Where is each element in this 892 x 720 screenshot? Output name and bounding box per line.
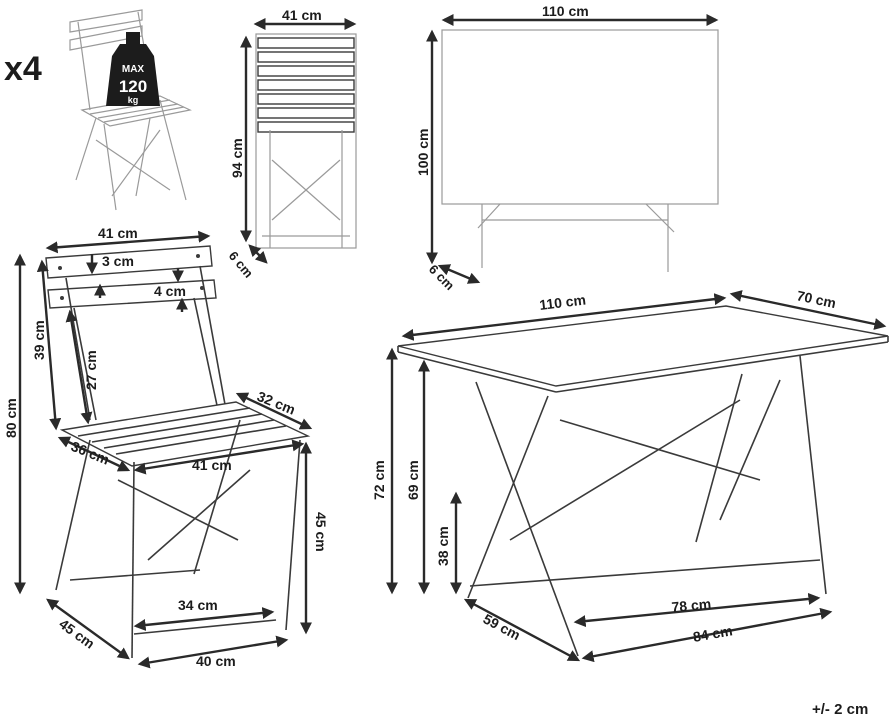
table-base-depth-arrow	[463, 598, 581, 662]
table-height: 72 cm	[371, 460, 387, 500]
folded-table-depth-arrow	[437, 264, 481, 284]
chair-back-lower-arrow	[65, 309, 93, 425]
folded-table-height: 100 cm	[415, 129, 431, 176]
folded-chair-drawing	[255, 33, 357, 249]
chair-seat-height: 45 cm	[313, 512, 329, 552]
chair-slat-gap: 3 cm	[102, 253, 134, 269]
table-outer-span-arrow	[581, 607, 833, 663]
chair-leg-span-arrow	[133, 607, 275, 631]
chair-base-width-arrow	[137, 635, 289, 669]
folded-table-depth: 6 cm	[426, 262, 458, 294]
table-outer-span: 84 cm	[692, 622, 734, 645]
weight-badge-line2: 120	[119, 77, 147, 96]
table-inner-span: 78 cm	[671, 596, 712, 615]
weight-badge-line1: MAX	[122, 64, 145, 75]
chair-back-width-arrow	[45, 230, 211, 254]
quantity-label: x4	[4, 50, 42, 88]
folded-chair-width: 41 cm	[282, 7, 322, 23]
tolerance-note: +/- 2 cm	[812, 701, 868, 718]
chair-slat-width: 4 cm	[154, 283, 186, 299]
chair-back-height: 39 cm	[31, 320, 47, 360]
folded-table-drawing	[441, 29, 719, 272]
chair-seat-depth-arrow	[235, 392, 313, 430]
chair-back-width: 41 cm	[98, 225, 138, 241]
folded-chair-depth-arrow	[248, 244, 268, 264]
chair-base-width: 40 cm	[196, 653, 236, 669]
folded-table-width: 110 cm	[542, 3, 589, 19]
table-base-depth: 59 cm	[481, 611, 524, 644]
chair-base-depth-arrow	[46, 598, 130, 660]
table-length: 110 cm	[538, 291, 586, 313]
chair-seat-side-arrow	[57, 436, 131, 472]
weight-badge-line3: kg	[128, 95, 139, 105]
chair-seat-front-arrow	[133, 439, 305, 475]
chair-thumbnail	[69, 9, 192, 211]
chair-back-lower: 27 cm	[83, 350, 99, 390]
weight-badge: MAX 120 kg	[106, 32, 160, 106]
table-brace-height: 38 cm	[435, 526, 451, 566]
chair-seat-front: 41 cm	[192, 457, 232, 473]
folded-chair-height: 94 cm	[229, 138, 245, 178]
chair-leg-span: 34 cm	[178, 597, 218, 613]
table-width-arrow	[729, 290, 887, 330]
table-under-height: 69 cm	[405, 460, 421, 500]
chair-total-height: 80 cm	[3, 398, 19, 438]
table-length-arrow	[401, 293, 727, 341]
folded-chair-depth: 6 cm	[226, 248, 257, 280]
chair-back-height-arrow	[36, 259, 62, 431]
